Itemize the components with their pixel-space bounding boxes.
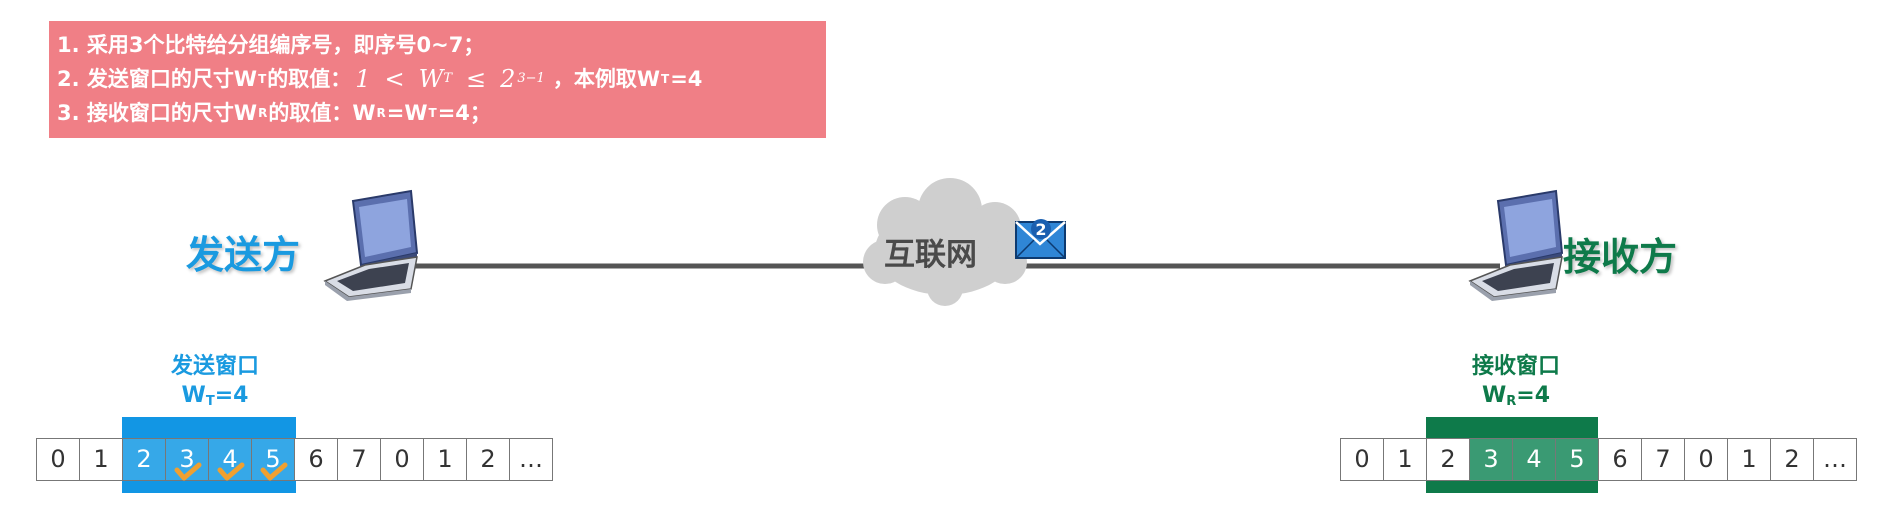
sender-seq-cell: 6 [294,438,338,481]
note-line-3-sub3: T [428,106,437,120]
sender-window-name: 发送窗口 [170,354,259,379]
formula-base: 2 [500,65,516,93]
formula-op-le: ≤ [466,65,487,93]
receiver-seq-cell: 6 [1598,438,1642,481]
sender-seq-cell: 1 [423,438,467,481]
laptop-icon [323,189,419,301]
receiver-seq-cell: 2 [1770,438,1814,481]
note-line-2-prefix: 2. 发送窗口的尺寸W [57,67,258,91]
sender-window-size-prefix: W [181,383,206,408]
note-line-3-eq: =W [386,101,428,125]
receiver-seq-cell: 7 [1641,438,1685,481]
sender-seq-cell: 5 [251,438,295,481]
receiver-seq-cell: 2 [1426,438,1470,481]
sender-seq-cell: 2 [466,438,510,481]
receiver-window-size-sub: R [1506,394,1517,409]
note-line-3-sub2: R [376,106,386,120]
note-line-2-sub: T [258,72,267,86]
receiver-seq-cell: 0 [1340,438,1384,481]
sender-seq-cell: … [509,438,553,481]
formula-left: 1 [355,65,371,93]
sender-window-size-value: =4 [214,383,249,408]
receiver-seq-cell: 4 [1512,438,1556,481]
note-line-3-sub1: R [258,106,268,120]
receiver-seq-cell: … [1813,438,1857,481]
sender-window-size-sub: T [205,394,215,409]
note-line-2-suffix-sub: T [661,72,670,86]
packet-number: 2 [1035,220,1046,239]
sender-seq-cell: 4 [208,438,252,481]
receiver-seq-cell: 0 [1684,438,1728,481]
sender-title: 发送方 [186,233,301,277]
note-line-2-end: =4 [670,67,703,91]
sender-seq-cell: 0 [380,438,424,481]
sender-window-label: 发送窗口 WT=4 [115,352,315,416]
formula-exponent: 3−1 [517,71,545,86]
sender-seq-cell: 3 [165,438,209,481]
sender-seq-cell: 0 [36,438,80,481]
laptop-icon [1468,189,1564,301]
sender-seq-cell: 2 [122,438,166,481]
receiver-seq-cell: 5 [1555,438,1599,481]
receiver-seq-cell: 1 [1383,438,1427,481]
note-line-2-mid: 的取值： [267,67,352,91]
receiver-seq-cell: 1 [1727,438,1771,481]
sender-window-size: WT=4 [115,381,315,416]
note-line-3-prefix: 3. 接收窗口的尺寸W [57,101,258,125]
receiver-window-size: WR=4 [1416,381,1616,416]
note-line-2-suffix: ，本例取W [552,67,660,91]
receiver-window-name: 接收窗口 [1471,354,1560,379]
note-line-1-text: 1. 采用3个比特给分组编序号，即序号0~7； [57,33,485,57]
receiver-window-label: 接收窗口 WR=4 [1416,352,1616,416]
cloud-icon [863,178,1027,306]
formula-var: W [418,65,444,93]
sender-seq-cell: 7 [337,438,381,481]
formula-var-sub: T [443,71,452,86]
receiver-window-size-prefix: W [1481,383,1507,408]
formula-op-lt: < [384,65,405,93]
note-line-3-mid: 的取值：W [268,101,376,125]
envelope-icon: 2 [1015,219,1066,259]
receiver-seq-cell: 3 [1469,438,1513,481]
receiver-window-size-value: =4 [1516,383,1551,408]
network-label: 互联网 [884,237,977,273]
receiver-title: 接收方 [1563,235,1678,279]
note-line-1: 1. 采用3个比特给分组编序号，即序号0~7； [57,28,826,62]
sender-seq-cell: 1 [79,438,123,481]
note-line-3-end: =4； [437,101,491,125]
